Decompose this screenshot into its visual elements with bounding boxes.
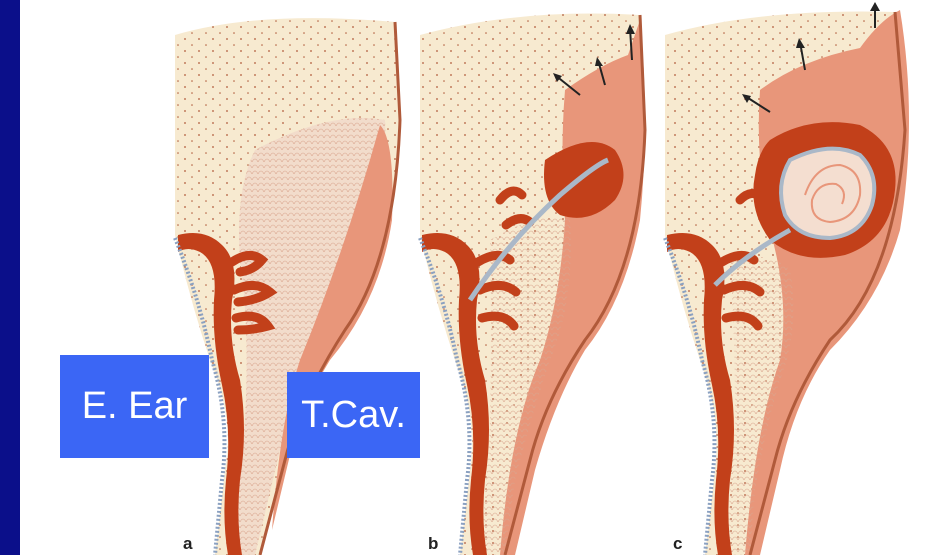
external-ear-label: E. Ear [60, 355, 209, 458]
panel-b-letter: b [428, 534, 438, 554]
panel-c-drawing [665, 2, 909, 555]
panel-a-mesenchyme-lines [232, 118, 385, 555]
tympanic-cavity-label: T.Cav. [287, 372, 420, 458]
panel-b-drawing [420, 14, 645, 555]
panel-c-letter: c [673, 534, 682, 554]
panel-a-letter: a [183, 534, 192, 554]
panel-a-drawing [175, 18, 400, 555]
